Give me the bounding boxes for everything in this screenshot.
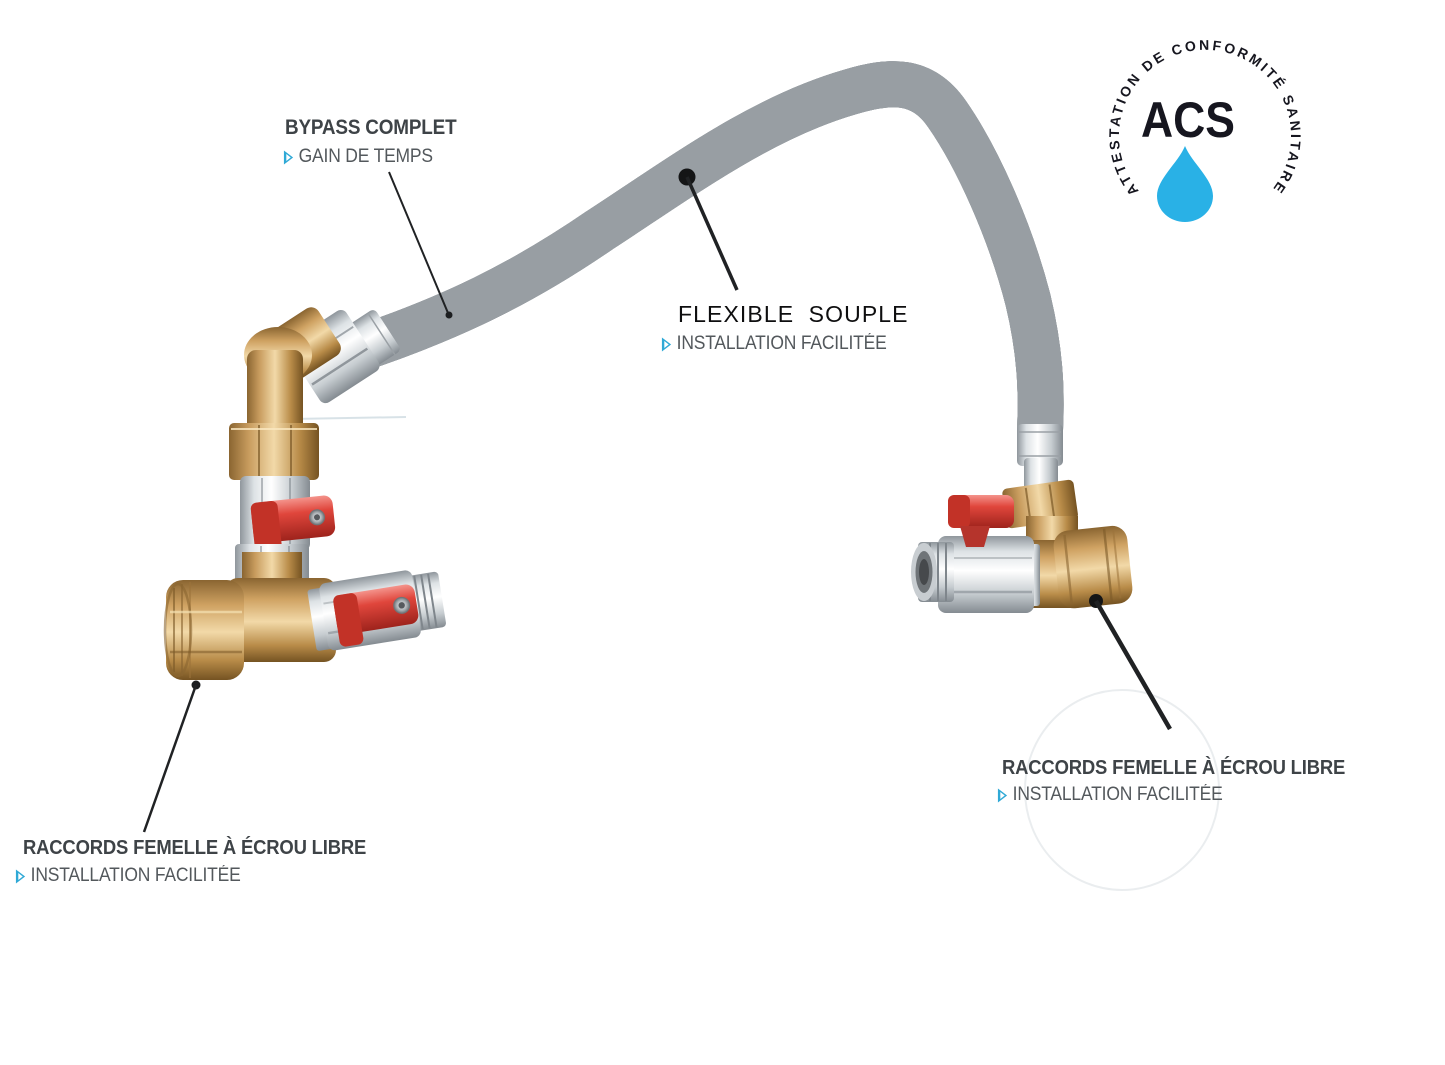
label-flexible: FLEXIBLE SOUPLE — [678, 301, 909, 328]
label-raccords-right: RACCORDS FEMELLE À ÉCROU LIBRE — [1002, 756, 1383, 780]
right-valve-body — [938, 536, 1034, 613]
valve-bore — [919, 559, 929, 585]
right-valve-red-handle — [948, 495, 1014, 547]
callout-line-raccords-right — [1094, 599, 1172, 731]
right-crimp-fitting — [1017, 424, 1063, 492]
arrow-right-triangle-icon — [283, 150, 294, 165]
brass-hex-nut — [229, 423, 319, 480]
female-swivel-nut-right — [1053, 525, 1133, 609]
raccords-left-title: RACCORDS FEMELLE À ÉCROU LIBRE — [23, 836, 367, 859]
acs-acronym: ACS — [1141, 92, 1235, 148]
raccords-left-subtitle: INSTALLATION FACILITÉE — [30, 865, 241, 886]
arrow-right-triangle-icon — [997, 788, 1008, 803]
right-valve-assembly — [911, 424, 1133, 613]
flexible-title: FLEXIBLE SOUPLE — [678, 301, 909, 327]
female-swivel-nut-left — [163, 580, 244, 680]
water-drop-icon — [1157, 146, 1213, 222]
raccords-right-subtitle: INSTALLATION FACILITÉE — [1012, 784, 1223, 805]
callout-line-bypass — [388, 171, 449, 314]
lower-ball-valve — [307, 570, 446, 651]
acs-certification-logo: ATTESTATION DE CONFORMITÉ SANITAIRE ACS — [1106, 37, 1304, 222]
raccords-right-title: RACCORDS FEMELLE À ÉCROU LIBRE — [1002, 756, 1346, 779]
right-ball-valve — [911, 495, 1040, 613]
label-raccords-left: RACCORDS FEMELLE À ÉCROU LIBRE — [23, 836, 404, 860]
watermark-circle — [1024, 689, 1220, 891]
bypass-subtitle: GAIN DE TEMPS — [298, 146, 433, 167]
label-bypass: BYPASS COMPLET — [285, 116, 476, 140]
callouts — [142, 168, 1172, 833]
lower-valve-red-handle — [333, 584, 419, 647]
callout-line-flexible — [685, 176, 739, 291]
artifact-line — [291, 416, 407, 420]
callout-dot-bypass — [445, 311, 453, 319]
label-raccords-right-sub: INSTALLATION FACILITÉE — [997, 784, 1242, 806]
callout-line-raccords-left — [142, 684, 198, 833]
bypass-title: BYPASS COMPLET — [285, 116, 457, 139]
flexible-hose — [339, 84, 1041, 453]
brass-tee — [226, 552, 336, 662]
arrow-right-triangle-icon — [661, 337, 672, 352]
label-flexible-sub: INSTALLATION FACILITÉE — [661, 333, 906, 355]
label-raccords-left-sub: INSTALLATION FACILITÉE — [15, 865, 260, 887]
flexible-subtitle: INSTALLATION FACILITÉE — [676, 333, 887, 354]
left-valve-assembly — [163, 307, 446, 680]
arrow-right-triangle-icon — [15, 869, 26, 884]
label-bypass-sub: GAIN DE TEMPS — [283, 146, 446, 168]
right-male-thread — [911, 542, 954, 602]
